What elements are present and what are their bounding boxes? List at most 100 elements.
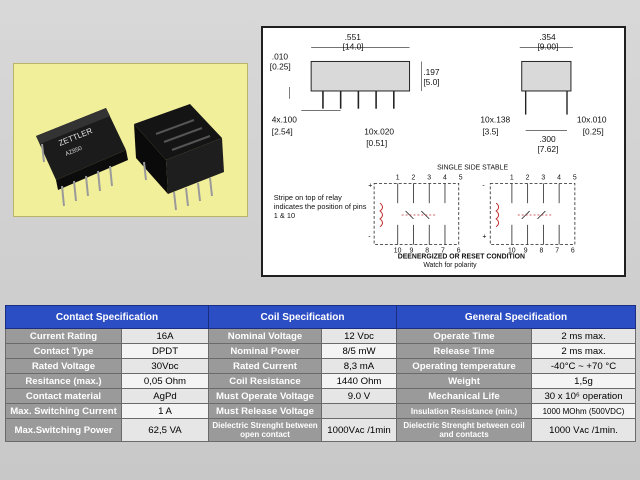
row-label: Contact material [5,388,122,404]
pin-label-top: 3 [427,175,431,182]
row-label: Rated Current [208,358,322,374]
row-value: 2 ms max. [530,343,637,359]
row-value: 16A [121,328,209,344]
dim-pitch: 4x.100 [272,114,297,124]
row-value: DPDT [121,343,209,359]
row-label: Must Operate Voltage [208,388,322,404]
dim-lead-thick: .010 [272,51,289,61]
end-view [519,47,573,131]
schematic-left [373,183,460,245]
table-row: Contact material AgPd Must Operate Volta… [5,388,637,404]
dim-pin-w-mm: [0.51] [366,138,387,148]
dim-pin-len: 10x.138 [480,114,510,124]
row-value: 1000Vᴀᴄ /1min [321,418,397,442]
pin-label-bottom: 7 [441,247,445,254]
dim-height-mm: [5.0] [423,77,439,87]
pin-label-bottom: 10 [394,247,402,254]
dim-length-mm: [14.0] [343,42,364,52]
pin-label-top: 1 [396,175,400,182]
dim-pin-len-mm: [3.5] [482,126,498,136]
row-value: 2 ms max. [530,328,637,344]
row-label: Max.Switching Power [5,418,122,442]
row-label: Resitance (max.) [5,373,122,389]
pin-label-bottom: 8 [425,247,429,254]
row-value: 30Vᴅᴄ [121,358,209,374]
row-value: 62,5 VA [121,418,209,442]
row-value: 1 A [121,403,209,419]
table-row: Max. Switching Current 1 A Must Release … [5,403,637,419]
row-value: 1440 Ohm [321,373,397,389]
minus-right: - [482,182,484,189]
row-value: 8/5 mW [321,343,397,359]
dim-width: .354 [539,32,556,42]
plus-left: + [368,182,372,189]
pin-label-bottom: 9 [410,247,414,254]
row-label: Dielectric Strenght between open contact [208,418,322,442]
minus-left: - [368,234,370,241]
technical-drawing: .551 [14.0] .010 [0.25] .197 [5.0] 4x.10… [261,26,626,277]
pin-label-bottom: 6 [457,247,461,254]
row-label: Rated Voltage [5,358,122,374]
row-label: Max. Switching Current [5,403,122,419]
row-label: Operate Time [396,328,532,344]
row-value: 1,5g [530,373,637,389]
pin-label-top: 5 [573,175,577,182]
table-row: Current Rating 16A Nominal Voltage 12 Vᴅ… [5,328,637,344]
row-label: Must Release Voltage [208,403,322,419]
header-coil: Coil Specification [208,305,397,329]
row-value: 8,3 mA [321,358,397,374]
row-label: Current Rating [5,328,122,344]
relay-right [134,104,224,211]
pin-label-bottom: 8 [539,247,543,254]
row-label: Nominal Voltage [208,328,322,344]
row-value: 12 Vᴅᴄ [321,328,397,344]
dim-row-mm: [7.62] [537,144,558,154]
caption-main: DEENERGIZED OR RESET CONDITION [398,253,525,260]
row-label: Weight [396,373,532,389]
pin-label-top: 2 [412,175,416,182]
side-view [289,47,422,111]
row-value [321,403,397,419]
row-label: Dielectric Strenght between coil and con… [396,418,532,442]
pin-label-bottom: 10 [508,247,516,254]
row-label: Mechanical Life [396,388,532,404]
plus-right: + [482,234,486,241]
dim-pin-w: 10x.020 [364,126,394,136]
row-label: Insulation Resistance (min.) [396,403,532,419]
table-row: Contact Type DPDT Nominal Power 8/5 mW R… [5,343,637,359]
row-label: Nominal Power [208,343,322,359]
table-row: Rated Voltage 30Vᴅᴄ Rated Current 8,3 mA… [5,358,637,374]
pin-label-top: 5 [459,175,463,182]
pin-label-top: 2 [526,175,530,182]
row-value: 1000 MOhm (500VDC) [530,403,637,419]
row-value: 0,05 Ohm [121,373,209,389]
stripe-note: Stripe on top of relay indicates the pos… [273,193,367,220]
row-label: Release Time [396,343,532,359]
dim-length: .551 [345,32,362,42]
row-label: Contact Type [5,343,122,359]
dim-height: .197 [423,67,440,77]
relay-photo-drawing: ZETTLER AZ850 [36,104,224,211]
dim-lead-thick-mm: [0.25] [270,61,291,71]
specification-table: Contact Specification Coil Specification… [5,305,637,442]
pin-label-top: 4 [443,175,447,182]
pin-label-bottom: 6 [571,247,575,254]
relay-left: ZETTLER AZ850 [36,108,128,207]
row-value: 1000 Vᴀᴄ /1min. [530,418,637,442]
schematic-title: SINGLE SIDE STABLE [437,165,508,172]
header-contact: Contact Specification [5,305,209,329]
pin-label-top: 4 [557,175,561,182]
row-label: Coil Resistance [208,373,322,389]
dim-width-mm: [9.00] [537,42,558,52]
row-value: -40°C ~ +70 °C [530,358,637,374]
dim-lead-end: 10x.010 [577,114,607,124]
pin-label-top: 1 [510,175,514,182]
dim-pitch-mm: [2.54] [272,126,293,136]
table-row: Max.Switching Power 62,5 VA Dielectric S… [5,418,637,442]
pin-label-bottom: 9 [524,247,528,254]
pin-label-top: 3 [541,175,545,182]
schematic-right [489,183,576,245]
row-value: AgPd [121,388,209,404]
row-value: 30 x 10⁶ operation [530,388,637,404]
header-general: General Specification [395,305,637,329]
